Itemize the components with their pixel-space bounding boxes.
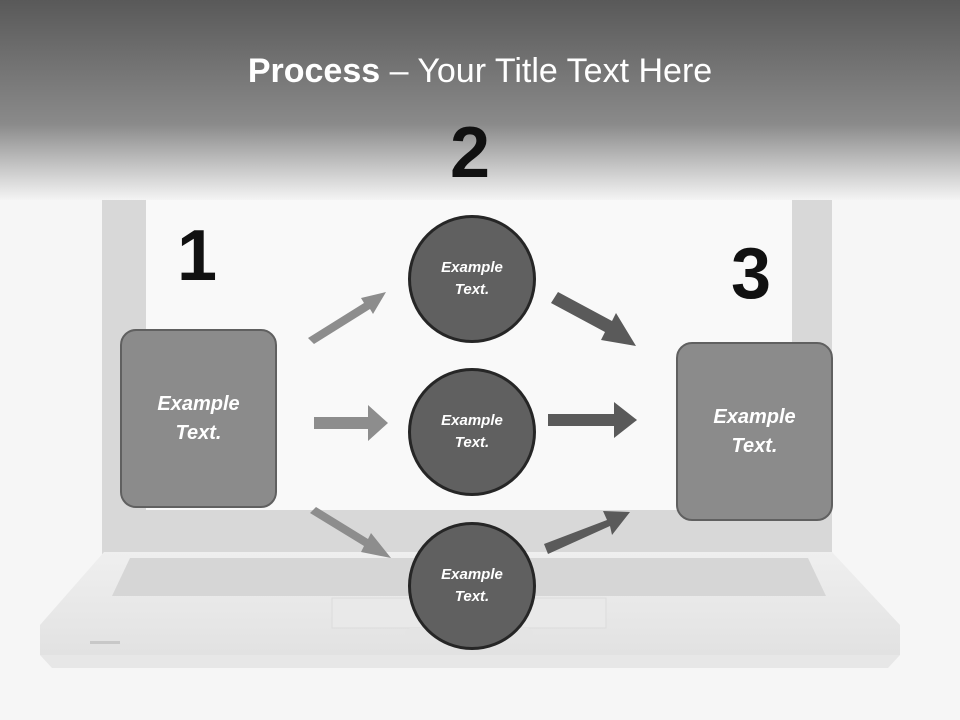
start-box: Example Text. [120, 329, 277, 508]
circle-bottom-line2: Text. [454, 588, 490, 605]
step-number-2: 2 [450, 113, 491, 193]
title-bold: Process [247, 52, 381, 90]
circle-top-line1: Example [441, 258, 503, 276]
arrow-left-to-top [308, 292, 386, 344]
start-box-line1: Example [157, 392, 240, 415]
step-number-3: 3 [731, 234, 772, 314]
circle-bottom: Example Text. [408, 522, 536, 650]
circle-top-line2: Text. [454, 281, 490, 298]
end-box: Example Text. [676, 342, 833, 521]
arrow-middle-to-right [548, 402, 637, 438]
circle-top: Example Text. [408, 215, 536, 343]
arrow-top-to-right [551, 292, 636, 346]
page-title: Process – Your Title Text Here [0, 52, 960, 91]
circle-bottom-line1: Example [441, 565, 503, 583]
arrow-left-to-middle [314, 405, 388, 441]
circle-middle-line1: Example [441, 411, 503, 429]
end-box-line1: Example [713, 405, 796, 428]
start-box-line2: Text. [175, 421, 222, 444]
step-number-1: 1 [177, 216, 218, 296]
title-rest: – Your Title Text Here [380, 52, 713, 90]
arrow-left-to-bottom [310, 507, 391, 558]
circle-middle-line2: Text. [454, 434, 490, 451]
circle-middle: Example Text. [408, 368, 536, 496]
end-box-line2: Text. [731, 434, 778, 457]
arrow-bottom-to-right [544, 511, 630, 554]
